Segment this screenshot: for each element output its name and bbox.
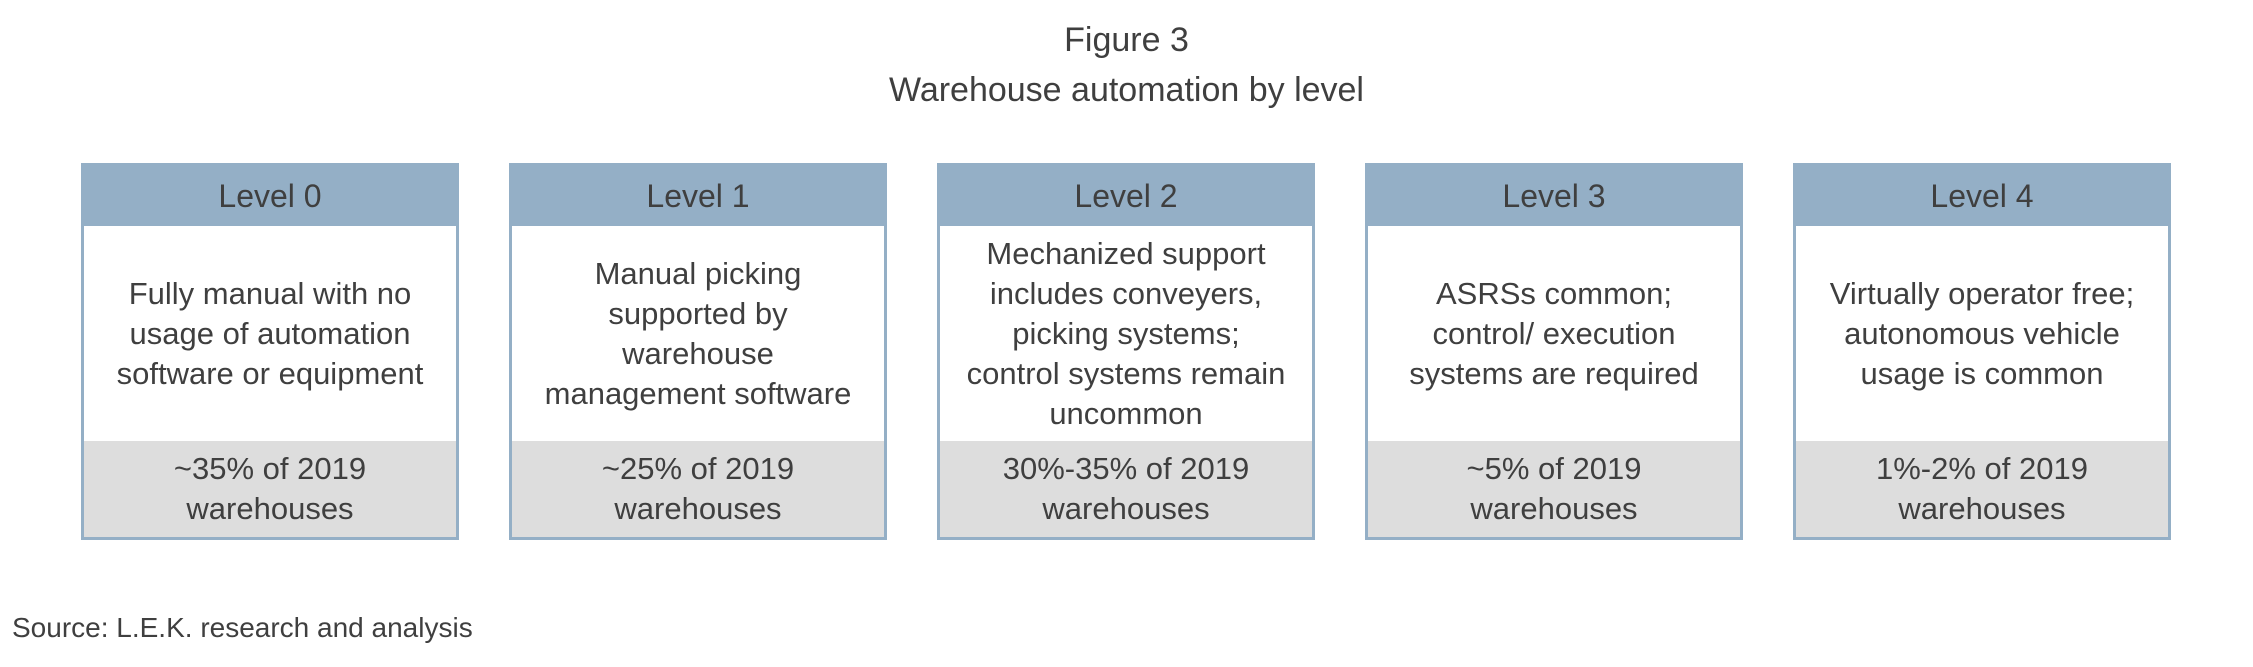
level-share: ~25% of 2019 warehouses bbox=[512, 441, 884, 537]
level-header: Level 3 bbox=[1368, 166, 1740, 226]
figure-title: Warehouse automation by level bbox=[888, 71, 1364, 109]
source-note: Source: L.E.K. research and analysis bbox=[12, 612, 473, 643]
level-header: Level 1 bbox=[512, 166, 884, 226]
level-description-box: Mechanized support includes conveyers, p… bbox=[940, 226, 1312, 441]
level-card-3: Level 3 ASRSs common; control/ execution… bbox=[1365, 163, 1743, 540]
level-card-1: Level 1 Manual picking supported by ware… bbox=[509, 163, 887, 540]
level-card-0: Level 0 Fully manual with no usage of au… bbox=[81, 163, 459, 540]
level-description-box: Fully manual with no usage of automation… bbox=[84, 226, 456, 441]
level-share: 1%-2% of 2019 warehouses bbox=[1796, 441, 2168, 537]
level-description: Fully manual with no usage of automation… bbox=[116, 275, 424, 391]
level-description-box: ASRSs common; control/ execution systems… bbox=[1368, 226, 1740, 441]
level-description-box: Virtually operator free; autonomous vehi… bbox=[1796, 226, 2168, 441]
level-description: ASRSs common; control/ execution systems… bbox=[1409, 275, 1699, 391]
level-description: Manual picking supported by warehouse ma… bbox=[544, 255, 852, 411]
level-header: Level 2 bbox=[940, 166, 1312, 226]
level-card-4: Level 4 Virtually operator free; autonom… bbox=[1793, 163, 2171, 540]
figure-label: Figure 3 bbox=[1064, 21, 1189, 59]
level-description: Virtually operator free; autonomous vehi… bbox=[1829, 275, 2135, 391]
level-description: Mechanized support includes conveyers, p… bbox=[966, 235, 1286, 431]
level-header: Level 4 bbox=[1796, 166, 2168, 226]
level-card-2: Level 2 Mechanized support includes conv… bbox=[937, 163, 1315, 540]
level-share: ~35% of 2019 warehouses bbox=[84, 441, 456, 537]
levels-row: Level 0 Fully manual with no usage of au… bbox=[81, 163, 2175, 543]
level-description-box: Manual picking supported by warehouse ma… bbox=[512, 226, 884, 441]
level-header: Level 0 bbox=[84, 166, 456, 226]
level-share: ~5% of 2019 warehouses bbox=[1368, 441, 1740, 537]
level-share: 30%-35% of 2019 warehouses bbox=[940, 441, 1312, 537]
